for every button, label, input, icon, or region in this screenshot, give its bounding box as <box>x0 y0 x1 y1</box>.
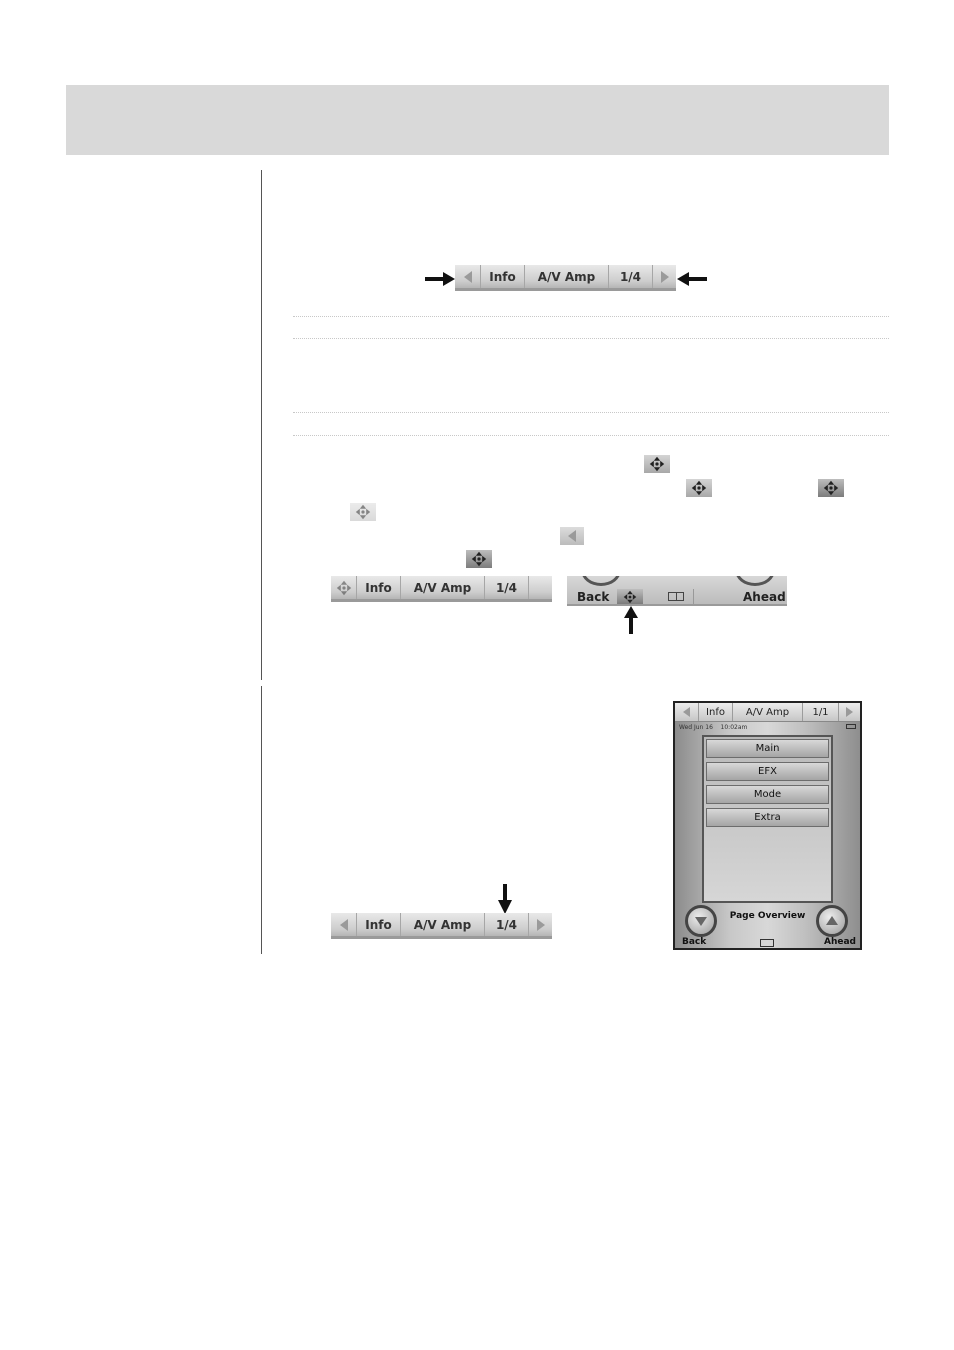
toolbar-mid: Info A/V Amp 1/4 <box>331 576 552 602</box>
up-arrow-icon <box>826 916 838 925</box>
dotted-divider <box>293 412 889 413</box>
header-band <box>66 85 889 155</box>
back-label[interactable]: Back <box>682 937 707 947</box>
ahead-dial[interactable] <box>735 576 775 586</box>
left-triangle-icon <box>339 918 348 931</box>
right-triangle-icon <box>846 707 853 717</box>
info-button[interactable]: Info <box>357 913 401 936</box>
back-dial[interactable] <box>581 576 621 586</box>
menu-button-efx[interactable]: EFX <box>706 762 829 781</box>
dotted-divider <box>293 435 889 436</box>
ahead-label: Ahead <box>743 590 786 604</box>
battery-icon <box>846 724 856 729</box>
vertical-rule-top <box>261 170 262 680</box>
arrow-icon <box>498 884 512 914</box>
crosshair-icon <box>644 455 670 473</box>
back-ahead-strip: Back Ahead <box>567 576 787 606</box>
device-label: A/V Amp <box>401 913 485 936</box>
page-indicator: 1/4 <box>485 576 529 599</box>
book-icon[interactable] <box>760 939 774 947</box>
device-label: A/V Amp <box>525 265 609 288</box>
info-button[interactable]: Info <box>357 576 401 599</box>
page-back-button[interactable] <box>675 703 699 721</box>
crosshair-button[interactable] <box>331 576 357 599</box>
page-indicator[interactable]: 1/4 <box>485 913 529 936</box>
ahead-label[interactable]: Ahead <box>824 937 856 947</box>
toolbar-end <box>529 576 552 599</box>
device-footer: Back Ahead <box>675 937 860 948</box>
page-overview-label: Page Overview <box>729 911 806 921</box>
date-time: Wed Jun 16 10:02am <box>679 724 748 731</box>
info-button[interactable]: Info <box>481 265 525 288</box>
page-indicator: 1/4 <box>609 265 653 288</box>
crosshair-icon <box>818 479 844 497</box>
device-label: A/V Amp <box>401 576 485 599</box>
menu-button-mode[interactable]: Mode <box>706 785 829 804</box>
right-triangle-icon <box>660 270 669 283</box>
crosshair-icon <box>336 580 352 596</box>
book-icon[interactable] <box>668 592 684 601</box>
right-triangle-icon <box>536 918 545 931</box>
left-triangle-icon <box>560 527 584 545</box>
menu-button-main[interactable]: Main <box>706 739 829 758</box>
arrow-icon <box>677 272 707 286</box>
strip-divider <box>693 589 694 604</box>
left-triangle-icon <box>463 270 472 283</box>
page-indicator: 1/1 <box>803 703 839 721</box>
page-ahead-button[interactable] <box>839 703 860 721</box>
info-button[interactable]: Info <box>699 703 733 721</box>
ahead-dial[interactable] <box>816 905 848 937</box>
down-arrow-icon <box>695 917 707 926</box>
page-back-button[interactable] <box>455 265 481 288</box>
crosshair-icon <box>686 479 712 497</box>
device-toolbar: Info A/V Amp 1/1 <box>675 703 860 722</box>
device-label: A/V Amp <box>733 703 803 721</box>
page-back-button[interactable] <box>331 913 357 936</box>
arrow-icon <box>425 272 455 286</box>
toolbar-bottom: Info A/V Amp 1/4 <box>331 913 552 939</box>
arrow-icon <box>624 606 638 634</box>
vertical-rule-bottom <box>261 686 262 954</box>
menu-button-extra[interactable]: Extra <box>706 808 829 827</box>
crosshair-icon <box>350 503 376 521</box>
back-label: Back <box>577 590 610 604</box>
back-dial[interactable] <box>685 905 717 937</box>
left-triangle-icon <box>683 707 690 717</box>
menu-panel: Main EFX Mode Extra <box>702 735 833 903</box>
status-line: Wed Jun 16 10:02am <box>679 724 856 731</box>
dotted-divider <box>293 316 889 317</box>
page-ahead-button[interactable] <box>529 913 552 936</box>
crosshair-icon <box>466 550 492 568</box>
crosshair-icon[interactable] <box>617 589 643 604</box>
toolbar-top: Info A/V Amp 1/4 <box>455 265 676 291</box>
dotted-divider <box>293 338 889 339</box>
page-ahead-button[interactable] <box>653 265 676 288</box>
device-screen: Info A/V Amp 1/1 Wed Jun 16 10:02am Main… <box>673 701 862 950</box>
